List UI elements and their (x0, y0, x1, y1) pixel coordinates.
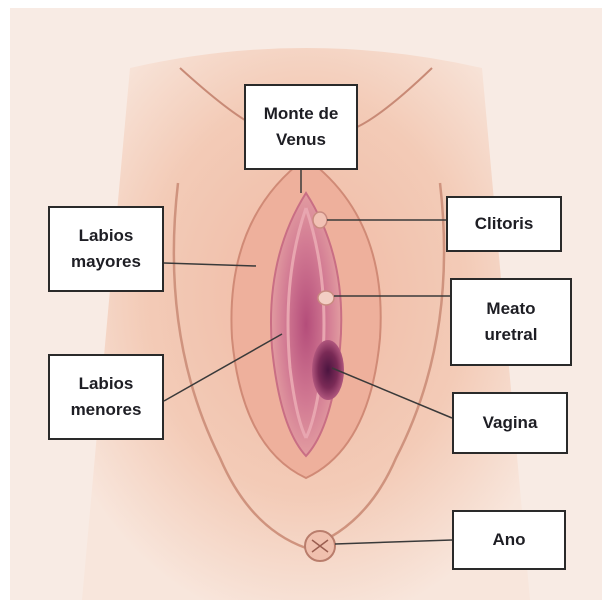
label-meato-uretral: Meato uretral (450, 278, 572, 366)
vaginal-opening-shape (312, 340, 344, 400)
label-clitoris: Clitoris (446, 196, 562, 252)
urethral-meatus-shape (318, 291, 334, 305)
label-monte-de-venus: Monte de Venus (244, 84, 358, 170)
label-ano: Ano (452, 510, 566, 570)
label-labios-mayores: Labios mayores (48, 206, 164, 292)
diagram-frame: Monte de Venus Labios mayores Clitoris M… (10, 8, 602, 600)
label-vagina: Vagina (452, 392, 568, 454)
clitoris-shape (313, 212, 327, 228)
label-labios-menores: Labios menores (48, 354, 164, 440)
